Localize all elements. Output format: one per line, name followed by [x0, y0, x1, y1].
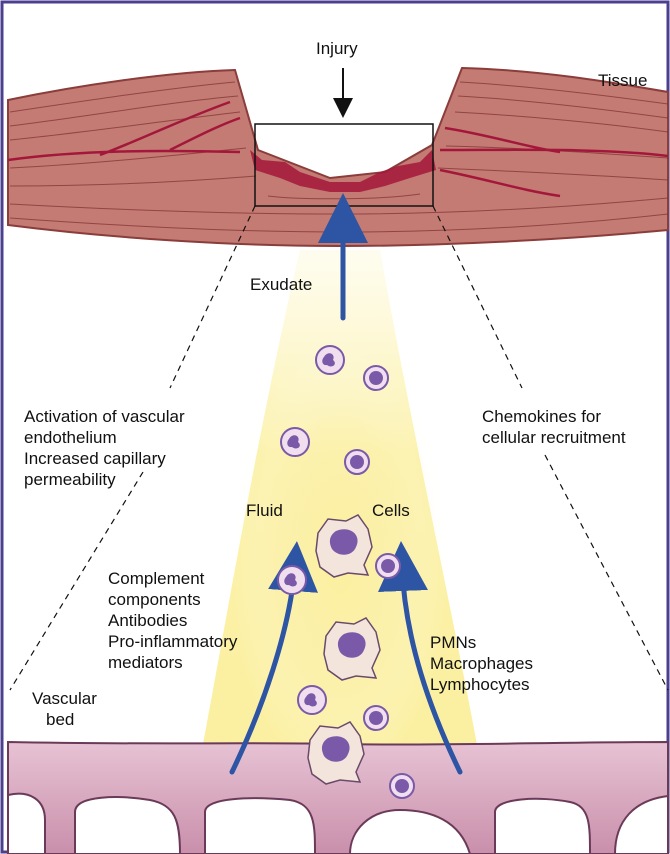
injury-label: Injury	[316, 38, 358, 59]
tissue-label: Tissue	[598, 70, 647, 91]
chemokines-label: Chemokines for cellular recruitment	[482, 406, 626, 448]
muscle-tissue	[8, 68, 668, 246]
cells-label: Cells	[372, 500, 410, 521]
cell-types-label: PMNs Macrophages Lymphocytes	[430, 632, 533, 695]
macrophage-cell	[308, 722, 364, 784]
macrophage-cell	[316, 515, 372, 577]
complement-label: Complement components Antibodies Pro-inf…	[108, 568, 237, 673]
activation-label: Activation of vascular endothelium Incre…	[24, 406, 185, 490]
exudate-glow	[200, 250, 480, 780]
pmn-cell	[278, 566, 306, 594]
vascular-bed-label: Vascular bed	[32, 688, 97, 730]
lymphocyte-cell	[364, 706, 388, 730]
lymphocyte-cell	[364, 366, 388, 390]
pmn-cell	[298, 686, 326, 714]
pmn-cell	[316, 346, 344, 374]
lymphocyte-cell	[376, 554, 400, 578]
pmn-cell	[281, 428, 309, 456]
fluid-label: Fluid	[246, 500, 283, 521]
exudate-label: Exudate	[250, 274, 312, 295]
lymphocyte-cell	[345, 450, 369, 474]
macrophage-cell	[324, 618, 380, 680]
lymphocyte-cell	[390, 774, 414, 798]
